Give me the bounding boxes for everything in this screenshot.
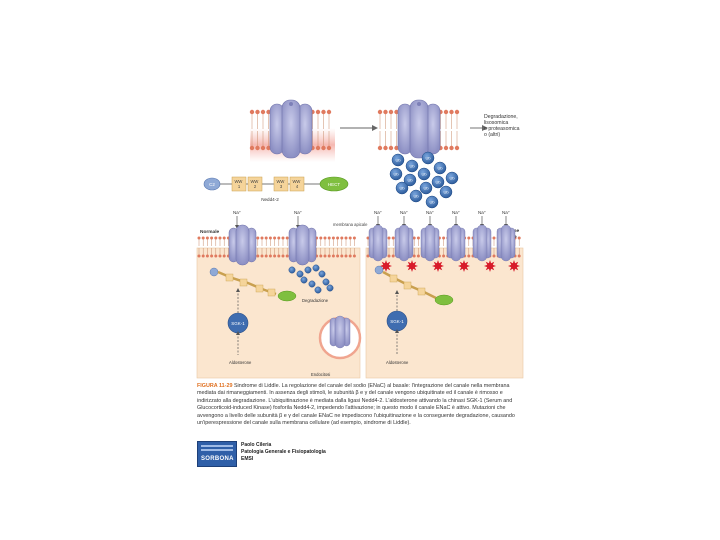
ubiquitin	[289, 267, 295, 273]
nedd4-label: Nedd4-2	[261, 197, 279, 202]
degradation-label: Degradazione, lisosomica o proteasomica …	[484, 114, 521, 138]
ubiquitin: Ub	[432, 176, 444, 188]
book-info: Paolo Cileria Patologia Generale e Fisio…	[241, 442, 326, 464]
ubiquitin: Ub	[390, 168, 402, 180]
ubiquitin	[305, 267, 311, 273]
ubiquitin	[297, 271, 303, 277]
svg-text:Ub: Ub	[407, 178, 413, 183]
svg-text:Ub: Ub	[399, 186, 405, 191]
hect-label: HECT	[328, 182, 341, 187]
svg-text:Ub: Ub	[409, 164, 415, 169]
enac-channel-top-right	[398, 100, 440, 158]
ubiquitin	[319, 271, 325, 277]
ubiquitin: Ub	[406, 160, 418, 172]
top-panel: Degradazione, lisosomica o proteasomica …	[204, 100, 521, 208]
svg-text:Ub: Ub	[395, 158, 401, 163]
ubiquitin	[309, 281, 315, 287]
na-label: Na⁺	[478, 210, 487, 215]
ubiquitin: Ub	[410, 190, 422, 202]
ubiquitin: Ub	[426, 196, 438, 208]
svg-text:Na⁺: Na⁺	[233, 210, 242, 215]
publisher-footer: SORBONA Paolo Cileria Patologia Generale…	[197, 441, 337, 469]
apical-membrane-label: membrana apicale	[333, 222, 368, 227]
svg-text:Ub: Ub	[435, 180, 441, 185]
svg-text:Ub: Ub	[393, 172, 399, 177]
book-title: Patologia Generale e Fisiopatologia	[241, 449, 326, 456]
ubiquitin	[313, 265, 319, 271]
svg-text:Ub: Ub	[449, 176, 455, 181]
svg-text:Ub: Ub	[413, 194, 419, 199]
na-label: Na⁺	[502, 210, 511, 215]
na-label: Na⁺	[400, 210, 409, 215]
publisher-logo: SORBONA	[197, 441, 237, 467]
aldosterone-label-right: Aldosterone	[386, 360, 409, 365]
na-label: Na⁺	[452, 210, 461, 215]
enac-channel-normal-2	[289, 225, 316, 265]
svg-text:Ub: Ub	[437, 166, 443, 171]
ubiquitin	[327, 285, 333, 291]
svg-text:Ub: Ub	[421, 172, 427, 177]
arrow-right-top	[340, 125, 378, 131]
bottom-left-panel: Normale membrana apicale Na⁺ Na⁺	[197, 210, 368, 378]
svg-text:SGK-1: SGK-1	[231, 321, 245, 326]
cell-liddle	[366, 248, 523, 378]
ubiquitin: Ub	[418, 168, 430, 180]
bottom-right-panel: Sindrome di Liddle Na⁺Na⁺Na⁺Na⁺Na⁺Na⁺ SG…	[366, 210, 523, 378]
ubiquitin: Ub	[396, 182, 408, 194]
nedd4-domain-diagram: C2 WW 1 WW 2 WW 3 WW 4 HECT Nedd	[204, 177, 348, 202]
endocytosis-label: Endocitosi	[311, 372, 330, 377]
svg-text:Ub: Ub	[425, 156, 431, 161]
normal-label: Normale	[200, 229, 220, 235]
mutation-marker	[484, 260, 496, 272]
ubiquitin	[315, 287, 321, 293]
na-label: Na⁺	[374, 210, 383, 215]
enac-channel-normal-1	[229, 225, 256, 265]
book-publisher: EMSI	[241, 456, 326, 463]
na-arrows-right: Na⁺ Na⁺ Na⁺ Na⁺ Na⁺ Na⁺	[374, 210, 511, 228]
mutation-marker	[458, 260, 470, 272]
ubiquitin: Ub	[422, 152, 434, 164]
c2-label: C2	[209, 182, 215, 187]
ubiquitin: Ub	[440, 186, 452, 198]
svg-text:Ub: Ub	[443, 190, 449, 195]
ubiquitin: Ub	[434, 162, 446, 174]
degradation-label-bottom: Degradazione	[302, 298, 329, 303]
ubiquitin	[301, 277, 307, 283]
aldosterone-label-left: Aldosterone	[229, 360, 252, 365]
ubiquitin: Ub	[392, 154, 404, 166]
svg-text:Ub: Ub	[423, 186, 429, 191]
ubiquitin: Ub	[446, 172, 458, 184]
svg-text:Na⁺: Na⁺	[294, 210, 303, 215]
ubiquitin	[323, 279, 329, 285]
ubiquitin: Ub	[420, 182, 432, 194]
figure-label: FIGURA 11-29	[197, 383, 232, 389]
enac-channel-top-left	[270, 100, 312, 158]
mutation-marker	[432, 260, 444, 272]
figure-caption: FIGURA 11-29 Sindrome di Liddle. La rego…	[197, 383, 527, 427]
endocytosis-vesicle	[320, 316, 360, 358]
na-label: Na⁺	[426, 210, 435, 215]
book-author: Paolo Cileria	[241, 442, 326, 449]
svg-text:Ub: Ub	[429, 200, 435, 205]
mutation-marker	[406, 260, 418, 272]
caption-text: Sindrome di Liddle. La regolazione del c…	[197, 383, 515, 426]
svg-text:SGK-1: SGK-1	[390, 319, 404, 324]
mutation-marker	[508, 260, 520, 272]
